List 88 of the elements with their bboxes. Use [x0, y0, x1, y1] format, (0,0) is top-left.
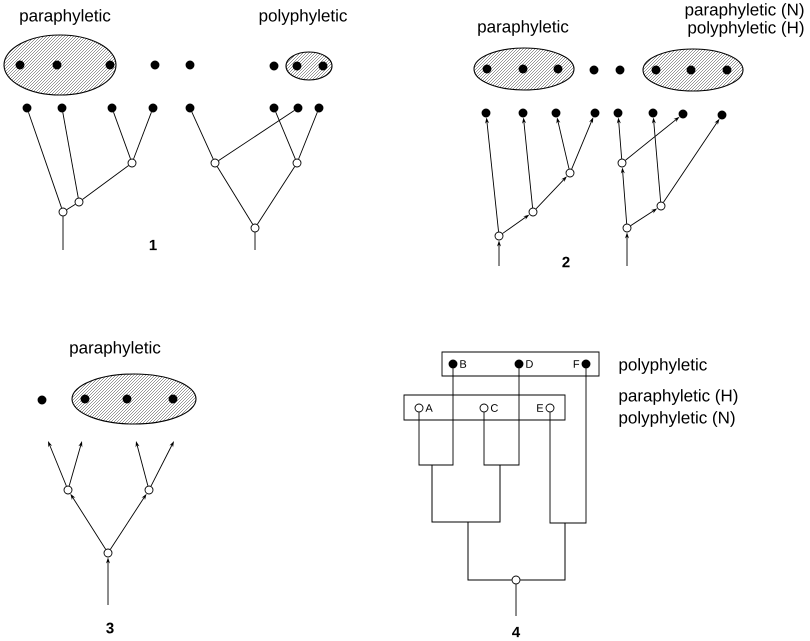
dot: [292, 62, 302, 70]
dot: [652, 66, 660, 74]
branch-line: [254, 232, 256, 250]
dot: [590, 66, 598, 74]
panel-number: 4: [512, 626, 520, 638]
tree-node-circle: [494, 232, 504, 240]
dot: [590, 108, 600, 118]
tree-node-circle: [528, 208, 538, 216]
group-label: polyphyletic: [620, 358, 707, 374]
group-label: polyphyletic (N): [620, 411, 735, 427]
dot: [722, 66, 732, 74]
tree-node-circle: [210, 158, 220, 168]
dot: [108, 104, 116, 112]
tree-node-circle: [64, 486, 72, 494]
tree-node-circle: [128, 158, 136, 168]
dot: [686, 66, 696, 74]
branch-line: [298, 112, 318, 160]
tree-node-circle: [512, 576, 520, 584]
dot: [552, 108, 560, 118]
tree-node-circle: [618, 158, 626, 168]
dot: [518, 64, 528, 74]
panel-number: 2: [562, 256, 570, 268]
dot: [614, 108, 622, 118]
dot: [678, 110, 688, 118]
dot: [186, 60, 194, 70]
dot: [718, 110, 726, 120]
dot: [648, 108, 658, 118]
branch-line: [133, 112, 152, 160]
group-label: polyphyletic: [260, 9, 347, 25]
tree-node-circle: [144, 486, 154, 494]
tree-node-circle: [656, 202, 666, 210]
branch-line: [520, 368, 586, 580]
dot: [52, 60, 62, 70]
group-box: [404, 394, 566, 420]
dot: [482, 64, 492, 74]
dot: [314, 104, 324, 112]
panel-number: 3: [106, 622, 114, 634]
node-label: F: [574, 360, 580, 368]
node-label: B: [460, 360, 466, 368]
dot: [38, 396, 46, 404]
node-label: D: [526, 360, 533, 368]
branch-line: [256, 166, 296, 225]
group-label: paraphyletic (H): [620, 389, 738, 405]
branch-line: [191, 112, 214, 160]
branch-line: [275, 112, 296, 160]
dot: [270, 62, 278, 70]
node-label: E: [537, 404, 544, 412]
tree-node-circle: [566, 168, 574, 178]
group-label: paraphyletic: [70, 341, 160, 357]
dot: [554, 64, 562, 74]
panel-number: 1: [150, 240, 157, 250]
branch-line: [113, 112, 131, 160]
dot: [518, 108, 528, 118]
group-label: paraphyletic: [478, 20, 568, 36]
dot: [122, 394, 132, 404]
tree-node-circle: [104, 548, 112, 558]
dot: [168, 394, 178, 404]
branch-line: [28, 112, 62, 208]
dot: [616, 66, 624, 74]
branch-line: [62, 216, 64, 250]
group-label: polyphyletic (H): [688, 21, 804, 37]
dot: [270, 104, 278, 112]
branch-line: [66, 204, 76, 210]
tree-node-circle: [74, 198, 84, 206]
dot: [58, 104, 66, 112]
dot: [16, 60, 24, 70]
dot: [294, 104, 302, 112]
dot: [106, 60, 114, 70]
branch-line: [216, 166, 254, 225]
node-label: A: [425, 404, 433, 412]
dot: [150, 60, 160, 70]
branch-line: [218, 110, 295, 161]
dot: [482, 108, 490, 118]
tree-node-circle: [58, 208, 68, 216]
dot: [22, 104, 32, 112]
dot: [80, 394, 90, 404]
tree-node-circle: [250, 224, 260, 232]
tree-node-circle: [622, 224, 632, 232]
group-label: paraphyletic: [20, 9, 110, 25]
group-label: paraphyletic (N): [686, 3, 804, 19]
branch-line: [468, 368, 520, 580]
dot: [318, 62, 328, 70]
node-label: C: [490, 404, 498, 412]
tree-node-circle: [292, 158, 302, 168]
dot: [148, 104, 158, 112]
dot: [186, 104, 194, 112]
branch-line: [62, 112, 79, 198]
branch-line: [82, 165, 129, 200]
